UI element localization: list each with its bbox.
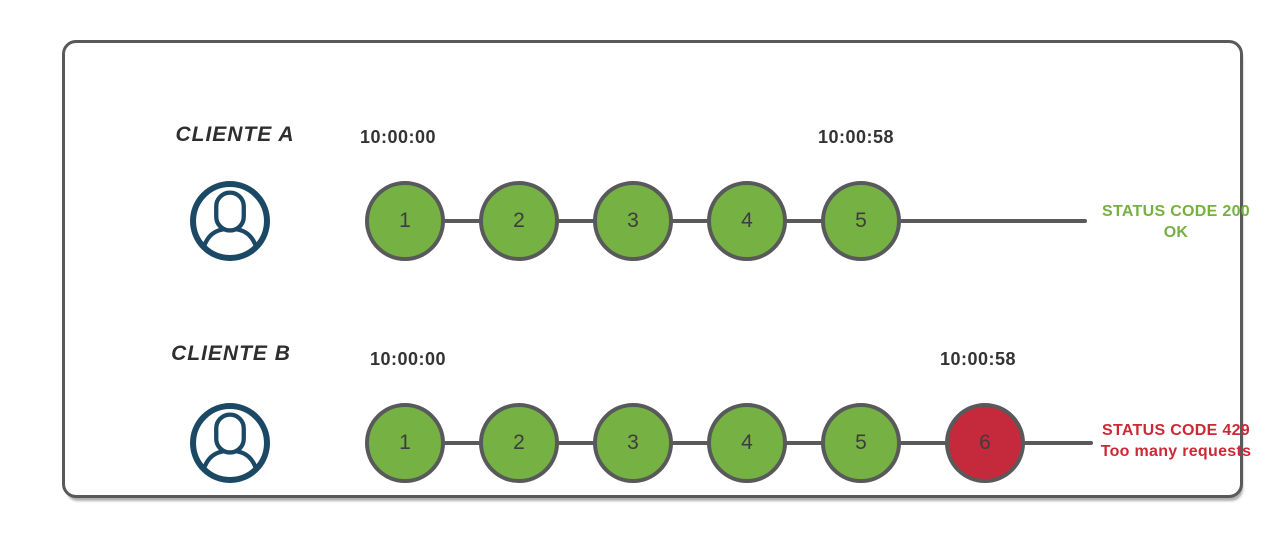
client-a-request-5: 5 <box>821 181 901 261</box>
client-a-request-4: 4 <box>707 181 787 261</box>
client-a-row: CLIENTE A 10:00:00 10:00:58 1 2 3 4 5 <box>65 43 1250 495</box>
client-b-request-1: 1 <box>365 403 445 483</box>
diagram-frame: CLIENTE A 10:00:00 10:00:58 1 2 3 4 5 <box>62 40 1251 498</box>
client-a-status: STATUS CODE 200 OK <box>1091 201 1261 243</box>
client-a-status-message: OK <box>1163 224 1189 241</box>
client-a-start-time: 10:00:00 <box>360 127 437 147</box>
client-b-request-2: 2 <box>479 403 559 483</box>
client-a-request-2: 2 <box>479 181 559 261</box>
client-b-request-6-blocked: 6 <box>945 403 1025 483</box>
client-b-start-time: 10:00:00 <box>370 349 447 369</box>
client-b-row: CLIENTE B 10:00:00 10:00:58 1 2 3 4 5 6 <box>65 43 1251 495</box>
user-avatar-icon <box>187 400 273 486</box>
client-b-request-3: 3 <box>593 403 673 483</box>
client-b-request-4: 4 <box>707 403 787 483</box>
client-b-status: STATUS CODE 429 Too many requests <box>1091 420 1261 462</box>
user-avatar-icon <box>187 178 273 264</box>
client-a-end-time: 10:00:58 <box>818 127 895 147</box>
client-a-status-code: STATUS CODE 200 <box>1102 203 1250 220</box>
client-b-end-time: 10:00:58 <box>940 349 1017 369</box>
client-a-request-3: 3 <box>593 181 673 261</box>
client-b-status-message: Too many requests <box>1100 443 1252 460</box>
client-b-request-5: 5 <box>821 403 901 483</box>
client-b-status-code: STATUS CODE 429 <box>1102 422 1250 439</box>
client-a-label: CLIENTE A <box>175 123 295 146</box>
client-a-request-1: 1 <box>365 181 445 261</box>
client-b-label: CLIENTE B <box>171 342 291 365</box>
